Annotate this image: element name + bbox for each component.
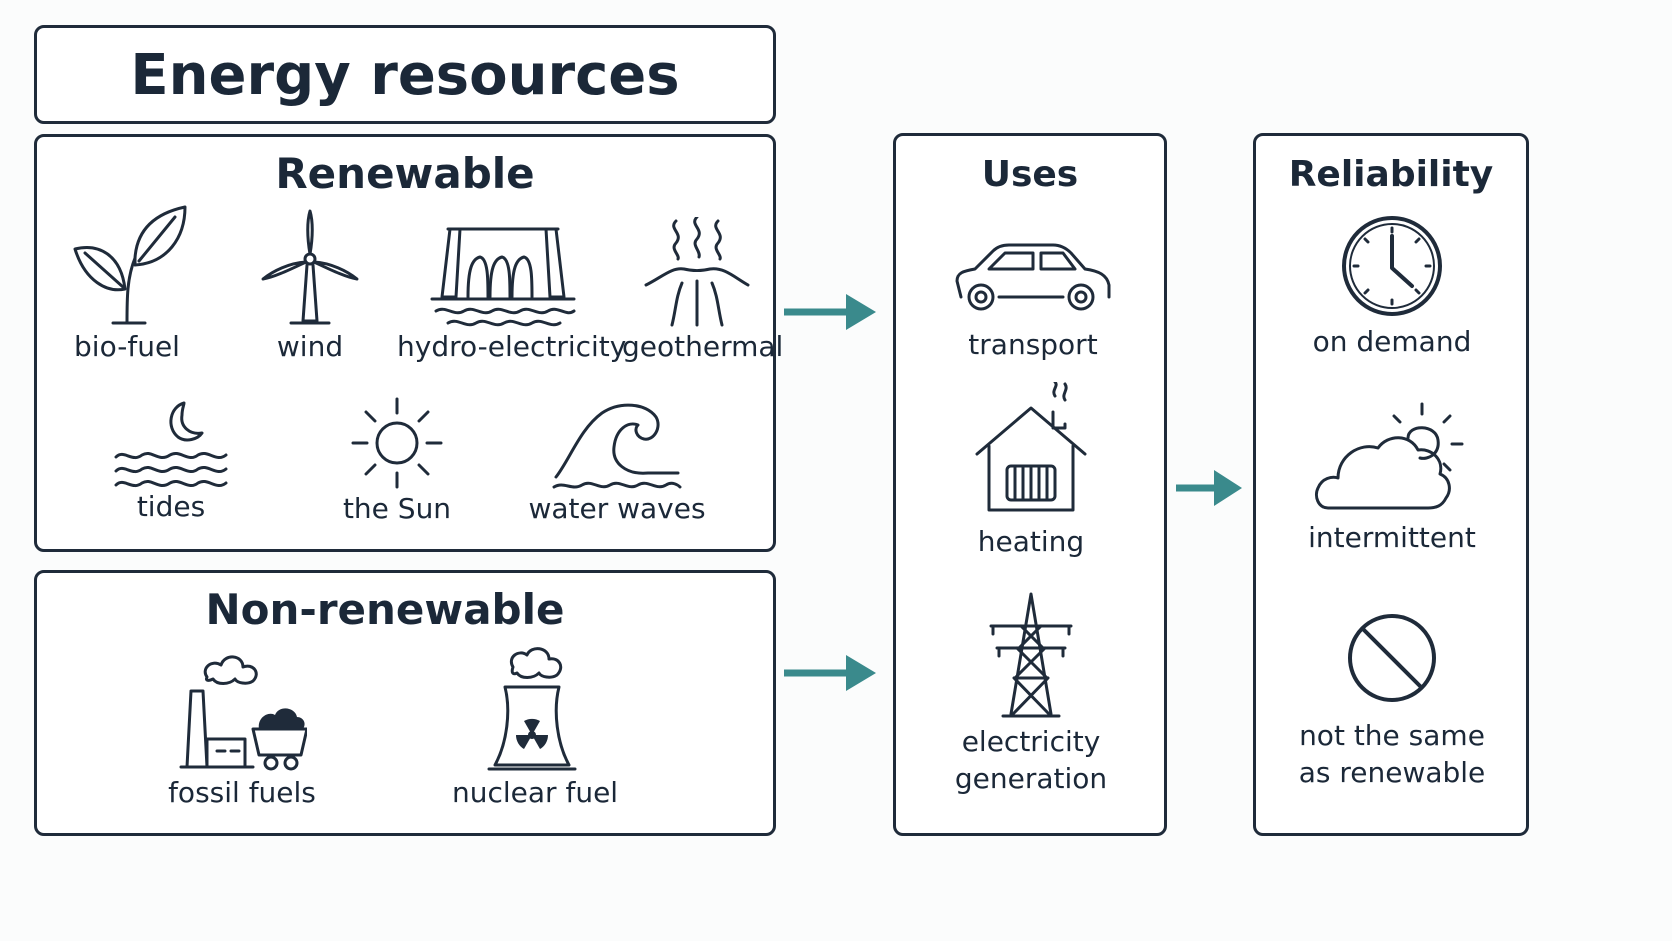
tides-label: tides bbox=[136, 490, 206, 523]
nonrenewable-item-fossil-fuels: fossil fuels bbox=[167, 647, 317, 812]
reliability-heading: Reliability bbox=[1288, 154, 1494, 195]
renewable-item-geothermal: geothermal bbox=[622, 217, 784, 366]
renewable-box: Renewable bio-fuel wind bbox=[34, 134, 784, 552]
sun-icon bbox=[351, 397, 443, 489]
uses-item-electricity-generation: electricity generation bbox=[926, 592, 1136, 798]
plant-icon bbox=[73, 205, 187, 325]
intermittent-label: intermittent bbox=[1308, 521, 1476, 554]
pylon-icon bbox=[989, 592, 1073, 718]
title-box: Energy resources bbox=[34, 25, 776, 124]
factory-coal-icon bbox=[179, 655, 307, 771]
clock-icon bbox=[1342, 216, 1442, 316]
electricity-label-line2: generation bbox=[954, 761, 1108, 795]
renewable-item-water-waves: water waves bbox=[527, 399, 707, 528]
geothermal-icon bbox=[644, 217, 750, 327]
uses-box: Uses transport heating bbox=[893, 133, 1167, 836]
uses-item-transport: transport bbox=[926, 241, 1140, 364]
car-icon bbox=[955, 243, 1111, 311]
wind-label: wind bbox=[276, 330, 344, 363]
transport-label: transport bbox=[968, 328, 1098, 361]
moon-waves-icon bbox=[114, 401, 228, 488]
renewable-item-the-sun: the Sun bbox=[327, 395, 467, 528]
page-title: Energy resources bbox=[130, 43, 680, 108]
bio-fuel-label: bio-fuel bbox=[74, 330, 180, 363]
reliability-item-not-renewable: not the same as renewable bbox=[1286, 610, 1498, 792]
wave-icon bbox=[552, 403, 682, 489]
fossil-fuels-label: fossil fuels bbox=[168, 776, 316, 809]
arrow-nonrenewable-to-uses bbox=[784, 655, 876, 691]
arrow-renewable-to-uses bbox=[784, 294, 876, 330]
reliability-item-intermittent: intermittent bbox=[1286, 398, 1498, 557]
arrow-uses-to-reliability bbox=[1176, 470, 1242, 506]
hydro-electricity-label: hydro-electricity bbox=[397, 330, 627, 363]
the-sun-label: the Sun bbox=[342, 492, 452, 525]
not-same-label-line1: not the same bbox=[1299, 719, 1485, 752]
cooling-tower-icon bbox=[487, 647, 577, 771]
water-waves-label: water waves bbox=[528, 492, 706, 525]
reliability-item-on-demand: on demand bbox=[1286, 214, 1498, 361]
renewable-item-wind: wind bbox=[245, 209, 375, 366]
renewable-heading: Renewable bbox=[275, 149, 535, 198]
house-radiator-icon bbox=[975, 382, 1087, 512]
reliability-box: Reliability on demand intermittent not t… bbox=[1253, 133, 1529, 836]
renewable-item-bio-fuel: bio-fuel bbox=[57, 203, 197, 366]
uses-item-heating: heating bbox=[926, 382, 1136, 561]
not-same-label-line2: as renewable bbox=[1298, 755, 1486, 789]
nuclear-fuel-label: nuclear fuel bbox=[452, 776, 619, 809]
on-demand-label: on demand bbox=[1312, 325, 1472, 358]
renewable-item-tides: tides bbox=[109, 397, 233, 526]
uses-heading: Uses bbox=[981, 154, 1079, 195]
heating-label: heating bbox=[977, 525, 1085, 558]
prohibited-icon bbox=[1348, 614, 1436, 702]
wind-turbine-icon bbox=[261, 209, 359, 325]
nonrenewable-heading: Non-renewable bbox=[205, 585, 565, 634]
nonrenewable-box: Non-renewable fossil fuels nuclear fuel bbox=[34, 570, 776, 836]
nonrenewable-item-nuclear-fuel: nuclear fuel bbox=[452, 647, 619, 812]
renewable-item-hydro-electricity: hydro-electricity bbox=[397, 219, 627, 366]
electricity-label-line1: electricity bbox=[961, 725, 1101, 758]
dam-icon bbox=[430, 227, 576, 327]
geothermal-label: geothermal bbox=[622, 330, 784, 363]
cloud-sun-icon bbox=[1314, 402, 1464, 510]
